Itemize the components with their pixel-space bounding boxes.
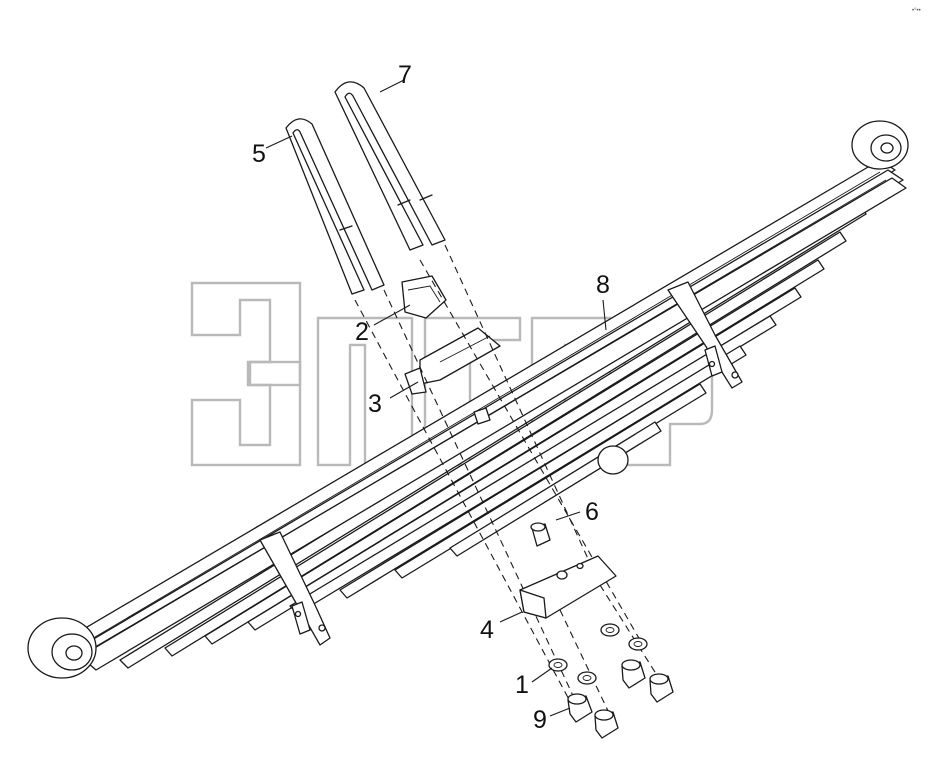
callout-4: 4	[480, 616, 494, 644]
callout-5: 5	[252, 140, 266, 168]
washers-1	[548, 623, 648, 685]
center-nut	[473, 407, 491, 425]
callout-3: 3	[368, 390, 382, 418]
callout-7: 7	[398, 61, 412, 89]
callout-2: 2	[355, 318, 369, 346]
leader-lines	[265, 79, 607, 717]
pad-2	[401, 275, 447, 319]
spacer-3	[404, 327, 501, 395]
u-bolt-7	[334, 81, 446, 251]
callout-1: 1	[515, 671, 529, 699]
bushing-6	[530, 522, 551, 547]
spring-clip-left	[259, 531, 331, 646]
callout-9: 9	[533, 706, 547, 734]
u-bolt-5	[285, 118, 385, 295]
corner-mark: •°••	[912, 8, 921, 14]
callout-6: 6	[585, 498, 599, 526]
bracket-plate-4	[519, 555, 617, 619]
nuts-9	[567, 659, 674, 739]
spring-clip-right	[667, 281, 743, 389]
callout-8: 8	[596, 271, 610, 299]
leaf-spring-pack	[27, 120, 909, 679]
callout-labels: 5 7 2 3 8 6 4 1 9	[252, 61, 610, 734]
